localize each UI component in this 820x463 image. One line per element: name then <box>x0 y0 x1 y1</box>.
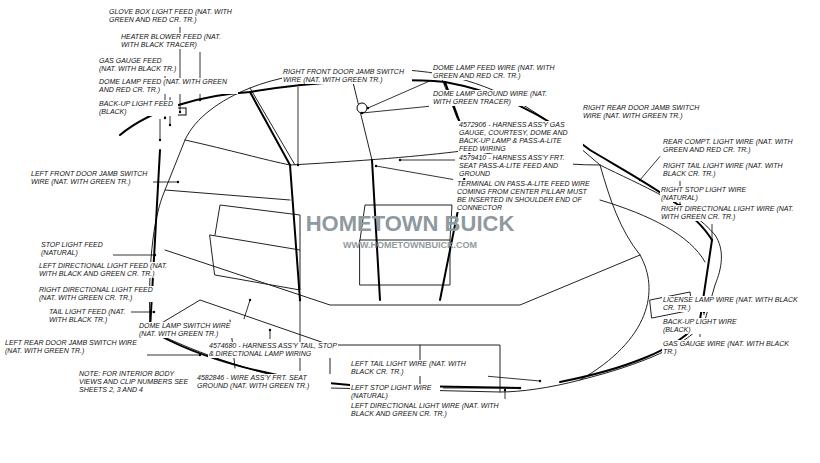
leader-dot <box>299 299 301 301</box>
callout-label: RIGHT TAIL LIGHT WIRE (NAT. WITH BLACK C… <box>662 162 797 178</box>
callout-label: HEATER BLOWER FEED (NAT. WITH BLACK TRAC… <box>120 33 230 49</box>
callout-label: RIGHT DIRECTIONAL LIGHT FEED (NAT. WITH … <box>38 286 168 302</box>
callout-label: LEFT STOP LIGHT WIRE (NATURAL) <box>350 384 440 400</box>
leader-dot <box>639 179 641 181</box>
callout-label: 4574680 - HARNESS ASS'Y TAIL, STOP & DIR… <box>208 342 338 358</box>
leader-line <box>270 330 271 339</box>
leader-dot <box>539 380 541 382</box>
leader-dot <box>399 159 401 161</box>
leader-dot <box>375 165 377 167</box>
leader-dot <box>367 107 369 109</box>
callout-label: 4572906 - HARNESS ASS'Y GAS GAUGE, COURT… <box>458 121 583 153</box>
leader-dot <box>169 124 171 126</box>
leader-line <box>362 106 429 113</box>
leader-dot <box>199 354 201 356</box>
callout-label: STOP LIGHT FEED (NATURAL) <box>40 241 110 257</box>
leader-line <box>147 355 200 356</box>
callout-label: RIGHT FRONT DOOR JAMB SWITCH WIRE (NAT. … <box>282 68 412 84</box>
callout-label: 4582846 - WIRE ASS'Y FRT. SEAT GROUND (N… <box>196 374 331 390</box>
leader-dot <box>159 139 161 141</box>
callout-label: DOME LAMP FEED (NAT. WITH GREEN AND RED … <box>98 78 238 94</box>
leader-line <box>244 300 250 319</box>
callout-label: TERMINAL ON PASS-A-LITE FEED WIRE COMING… <box>456 180 591 212</box>
leader-dot <box>504 389 506 391</box>
callout-label: RIGHT STOP LIGHT WIRE (NATURAL) <box>660 186 750 202</box>
leader-line <box>712 224 713 240</box>
leader-dot <box>519 387 521 389</box>
callout-label: DOME LAMP FEED WIRE (NAT. WITH GREEN AND… <box>432 64 567 80</box>
callout-label: LEFT REAR DOOR JAMB SWITCH WIRE (NAT. WI… <box>4 339 144 355</box>
leader-dot <box>444 83 446 85</box>
callout-label: LEFT DIRECTIONAL LIGHT WIRE (NAT. WITH B… <box>350 402 520 418</box>
callout-label: RIGHT DIRECTIONAL LIGHT WIRE (NAT. WITH … <box>660 205 810 221</box>
leader-dot <box>297 164 299 166</box>
leader-dot <box>711 239 713 241</box>
leader-dot <box>179 111 181 113</box>
callout-label: BACK-UP LIGHT WIRE (BLACK) <box>662 318 752 334</box>
leader-line <box>505 390 506 399</box>
leader-dot <box>199 99 201 101</box>
leader-dot <box>249 299 251 301</box>
callout-label: LICENSE LAMP WIRE (NAT. WITH BLACK CR. T… <box>662 296 802 312</box>
callout-label: TAIL LIGHT FEED (NAT. WITH BLACK TR.) <box>48 308 128 324</box>
callout-label: LEFT DIRECTIONAL LIGHT FEED (NAT. WITH B… <box>38 262 188 278</box>
leader-line <box>160 119 161 140</box>
watermark: HOMETOWN BUICK <box>300 212 520 236</box>
callout-label: RIGHT REAR DOOR JAMB SWITCH WIRE (NAT. W… <box>582 104 717 120</box>
leader-line <box>376 166 453 179</box>
leader-line <box>113 255 155 256</box>
leader-line <box>300 300 301 371</box>
leader-line <box>443 388 520 389</box>
leader-line <box>640 156 660 180</box>
leader-line <box>400 160 455 161</box>
leader-dot <box>361 112 363 114</box>
leader-line <box>488 376 540 381</box>
callout-label: BACK-UP LIGHT FEED (BLACK) <box>98 100 178 116</box>
callout-label: GLOVE BOX LIGHT FEED (NAT. WITH GREEN AN… <box>108 8 258 24</box>
callout-label: LEFT TAIL LIGHT WIRE (NAT. WITH BLACK CR… <box>350 360 485 376</box>
leader-line <box>368 81 429 108</box>
callout-label: LEFT FRONT DOOR JAMB SWITCH WIRE (NAT. W… <box>30 170 150 186</box>
leader-dot <box>269 329 271 331</box>
leader-line <box>298 87 299 165</box>
watermark: WWW.HOMETOWNBUICK.COM <box>330 240 490 251</box>
leader-dot <box>177 181 179 183</box>
leader-dot <box>153 311 155 313</box>
leader-dot <box>154 254 156 256</box>
leader-line <box>131 312 154 313</box>
callout-label: 4579410 - HARNESS ASS'Y FRT. SEAT PASS-A… <box>458 154 573 178</box>
callout-label: GAS GAUGE WIRE (NAT. WITH BLACK TR.) <box>662 340 792 356</box>
callout-label: REAR COMPT. LIGHT WIRE (NAT. WITH GREEN … <box>662 138 812 154</box>
callout-label: DOME LAMP GROUND WIRE (NAT. WITH GREEN T… <box>432 90 557 106</box>
callout-label: DOME LAMP SWITCH WIRE (NAT. WITH GREEN T… <box>138 322 243 338</box>
callout-label: NOTE: FOR INTERIOR BODY VIEWS AND CLIP N… <box>78 370 193 394</box>
leader-line <box>153 182 178 183</box>
leader-dot <box>164 117 166 119</box>
callout-label: GAS GAUGE FEED (NAT. WITH BLACK TR.) <box>98 57 178 73</box>
